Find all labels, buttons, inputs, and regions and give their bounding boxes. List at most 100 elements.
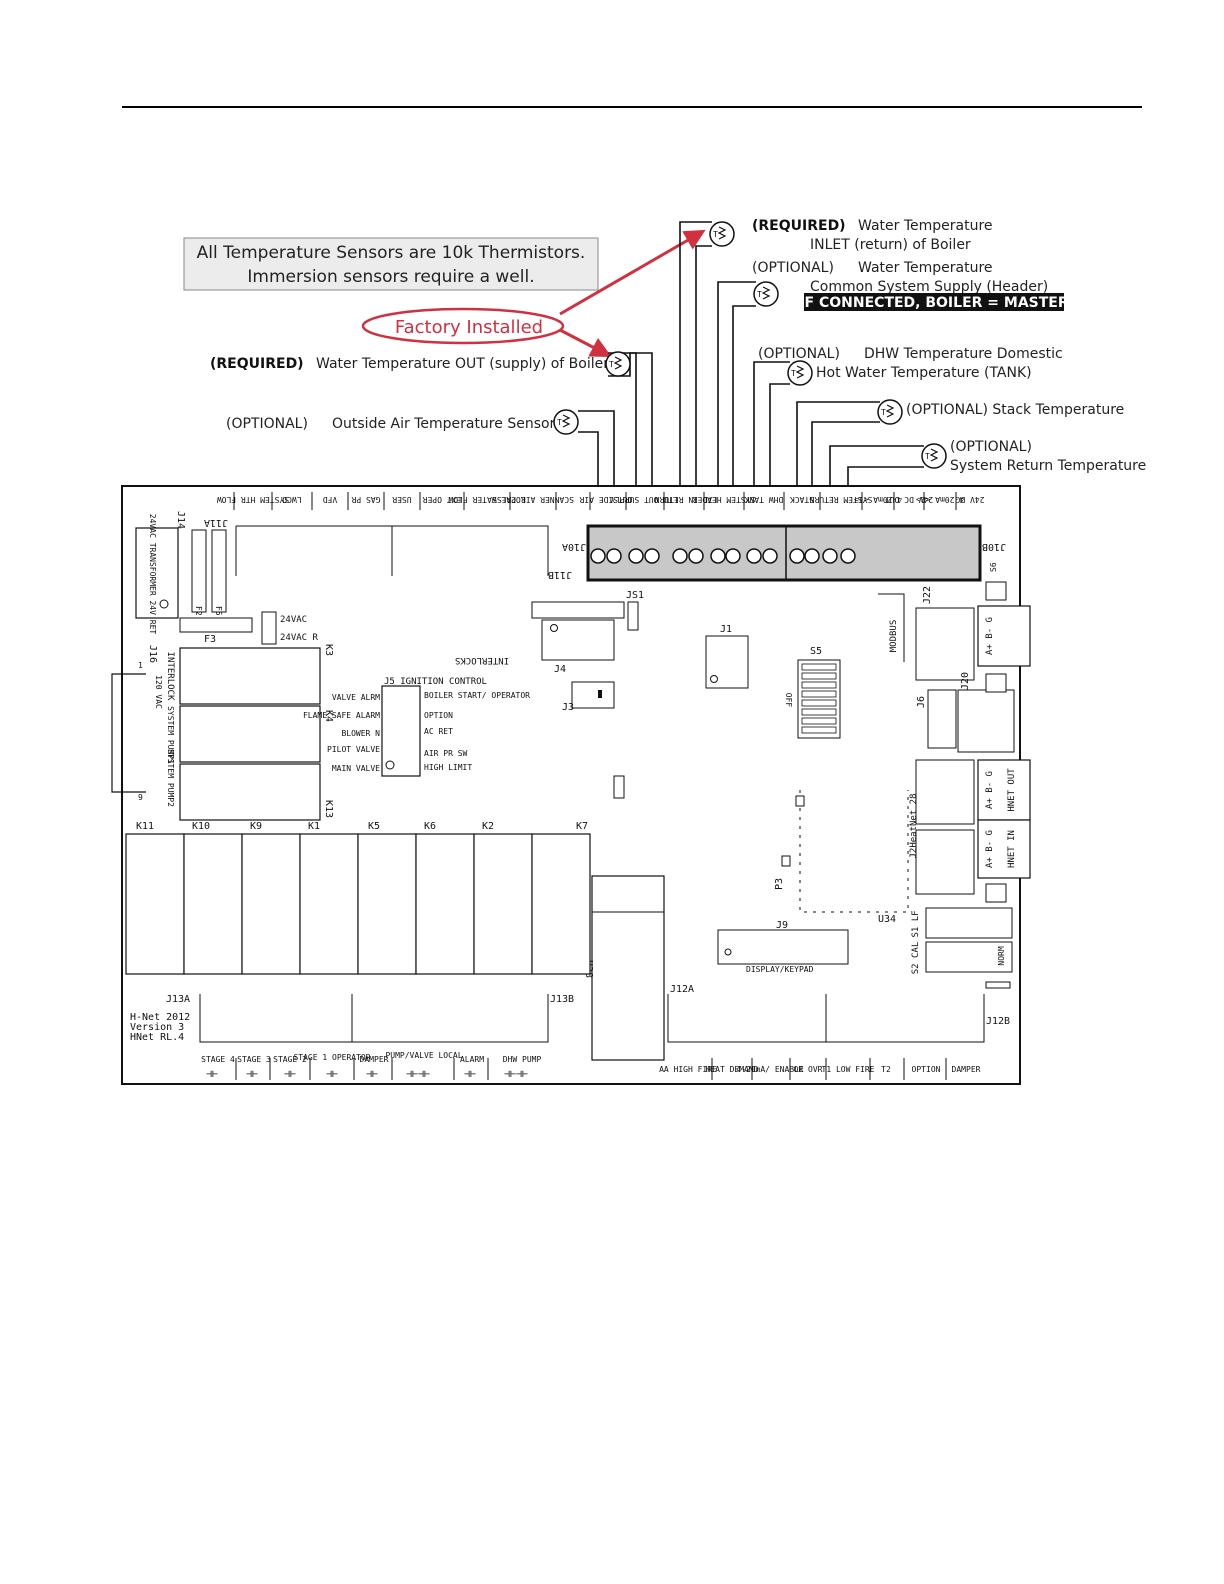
- bl-4: DAMPER: [360, 1055, 389, 1064]
- outlet-tag: (REQUIRED): [210, 356, 304, 372]
- j5-ignition-connector[interactable]: [381, 685, 421, 777]
- relay-label-2: K9: [250, 821, 262, 832]
- j4-connector[interactable]: [541, 619, 615, 661]
- j13a-label: J13A: [166, 994, 190, 1005]
- vac24r-label: 24VAC R: [280, 633, 319, 643]
- sys-pump2-label: SYSTEM PUMP2: [166, 749, 175, 807]
- s5-label: S5: [810, 646, 822, 657]
- thermistor-inlet-icon: T: [709, 221, 735, 247]
- thermistor-symbols: T T T T T T T: [553, 221, 947, 469]
- hnet-in-terminal[interactable]: A+ B- G HNET IN: [977, 819, 1031, 879]
- inlet-line1: Water Temperature: [858, 218, 993, 234]
- top-label-14: SYSTEM RETURN: [810, 495, 873, 504]
- relay-label-3: K1: [308, 821, 320, 832]
- thermistor-note-box: All Temperature Sensors are 10k Thermist…: [183, 237, 599, 291]
- heatnet-label: J2HeatNet 28: [909, 793, 919, 858]
- j10-terminal-block[interactable]: [586, 524, 982, 582]
- top-terminal-labels: SYSTEM HTR FLOW LWCO VFD GAS PR USER EXT…: [217, 495, 985, 504]
- hnet-out-terminal[interactable]: A+ B- G HNET OUT: [977, 759, 1031, 821]
- j20-connector[interactable]: [957, 689, 1015, 753]
- u38-module: [591, 875, 665, 1061]
- svg-text:⊣⊢: ⊣⊢: [284, 1069, 296, 1080]
- svg-text:⊣⊢⊣⊢: ⊣⊢⊣⊢: [406, 1069, 430, 1080]
- page-top-rule: [122, 106, 1142, 108]
- thermistor-stack-icon: T: [877, 399, 903, 425]
- lf-switch[interactable]: [925, 907, 1013, 939]
- j4-label: J4: [554, 664, 566, 675]
- abg-hnet-out: A+ B- G: [985, 771, 995, 809]
- version-line-1: H-Net 2012: [130, 1012, 190, 1023]
- j14-transformer-connector[interactable]: 24VAC TRANSFORMER 24V RET: [135, 514, 179, 635]
- fuse-f5: [211, 529, 227, 613]
- ign-right-3: AIR PR SW: [424, 749, 468, 758]
- br-6: OPTION: [912, 1065, 941, 1074]
- svg-text:9: 9: [138, 793, 143, 802]
- stack-tag: (OPTIONAL) Stack Temperature: [906, 402, 1124, 418]
- transformer-label: 24VAC TRANSFORMER 24V RET: [148, 514, 157, 635]
- factory-installed-callout: Factory Installed: [361, 229, 706, 357]
- lf-label: S1 LF: [911, 910, 921, 937]
- sensor-inlet-labels: (REQUIRED) Water Temperature INLET (retu…: [752, 218, 993, 253]
- version-line-2: Version 3: [130, 1022, 184, 1033]
- abg-modbus: A+ B- G: [985, 617, 995, 655]
- display-label: DISPLAY/KEYPAD: [746, 965, 814, 974]
- br-0: AA HIGH FIRE: [659, 1065, 717, 1074]
- j10a-label: J10A: [562, 541, 586, 552]
- j10b-label: J10B: [982, 541, 1006, 552]
- j6-connector[interactable]: [927, 689, 957, 749]
- factory-installed-label: Factory Installed: [395, 317, 543, 338]
- hnet-in-label: HNET IN: [1007, 830, 1017, 868]
- svg-text:⊣⊢: ⊣⊢: [246, 1069, 258, 1080]
- j12a-label: J12A: [670, 984, 694, 995]
- br-5: T2: [881, 1065, 891, 1074]
- sensor-outlet-labels: (REQUIRED) Water Temperature OUT (supply…: [210, 356, 609, 372]
- master-badge-text: IF CONNECTED, BOILER = MASTER: [799, 295, 1069, 311]
- cal-switch[interactable]: [925, 941, 1013, 973]
- sensor-stack-labels: (OPTIONAL) Stack Temperature: [906, 402, 1124, 418]
- note-line-2: Immersion sensors require a well.: [247, 267, 534, 287]
- j12b-label: J12B: [986, 1016, 1010, 1027]
- s5-dip-switch[interactable]: [797, 659, 841, 739]
- relay-label-0: K11: [136, 821, 154, 832]
- top-label-4: USER: [392, 495, 411, 504]
- header-line1: Water Temperature: [858, 260, 993, 276]
- k4-label: K4: [323, 710, 334, 722]
- inlet-tag: (REQUIRED): [752, 218, 846, 234]
- j1-connector[interactable]: [705, 635, 749, 689]
- fuse-f3: [179, 617, 253, 633]
- svg-text:T: T: [925, 452, 930, 461]
- header-strip: [531, 601, 625, 619]
- abg-hnet-in: A+ B- G: [985, 830, 995, 868]
- top-label-8: OUTSIDE AIR: [579, 495, 632, 504]
- sys-pump1-label: SYSTEM PUMP1: [166, 706, 175, 764]
- svg-text:T: T: [791, 369, 796, 378]
- br-2: 4-20mA/ ENABLE: [736, 1065, 804, 1074]
- bl-2: STAGE 2: [273, 1055, 307, 1064]
- sensor-header-labels: (OPTIONAL) Water Temperature Common Syst…: [752, 260, 1069, 311]
- j3-connector[interactable]: [571, 681, 615, 709]
- modbus-terminal[interactable]: A+ B- G: [977, 605, 1031, 667]
- svg-text:⊣⊢: ⊣⊢: [206, 1069, 218, 1080]
- sysret-line1: System Return Temperature: [950, 458, 1146, 474]
- callout-arrow-outlet: [559, 328, 612, 357]
- j9-display-connector[interactable]: [717, 929, 849, 965]
- j6-label: J6: [916, 696, 927, 708]
- note-line-1: All Temperature Sensors are 10k Thermist…: [197, 243, 586, 263]
- j16-label: J16: [147, 645, 158, 663]
- thermistor-outlet-icon: T: [605, 351, 631, 377]
- bottom-right-labels: AA HIGH FIRE HEAT DEMAND 4-20mA/ ENABLE …: [659, 1065, 981, 1074]
- top-label-3: GAS PR: [351, 495, 380, 504]
- j22-connector[interactable]: [915, 607, 975, 681]
- svg-text:⊣⊢⊣⊢: ⊣⊢⊣⊢: [504, 1069, 528, 1080]
- svg-text:T: T: [757, 290, 762, 299]
- top-label-17: 4-20mA <2>: [916, 495, 964, 504]
- k13-label: K13: [323, 800, 334, 818]
- dhw-line2: Hot Water Temperature (TANK): [816, 365, 1032, 381]
- outside-line1: Outside Air Temperature Sensor: [332, 416, 556, 432]
- br-1: HEAT DEMAND: [706, 1065, 759, 1074]
- outlet-line1: Water Temperature OUT (supply) of Boiler: [316, 356, 609, 372]
- header-line2: Common System Supply (Header): [810, 279, 1048, 295]
- bl-3: STAGE 1 OPERATOR: [293, 1053, 370, 1062]
- sysret-tag: (OPTIONAL): [950, 439, 1032, 455]
- master-badge: [804, 293, 1064, 311]
